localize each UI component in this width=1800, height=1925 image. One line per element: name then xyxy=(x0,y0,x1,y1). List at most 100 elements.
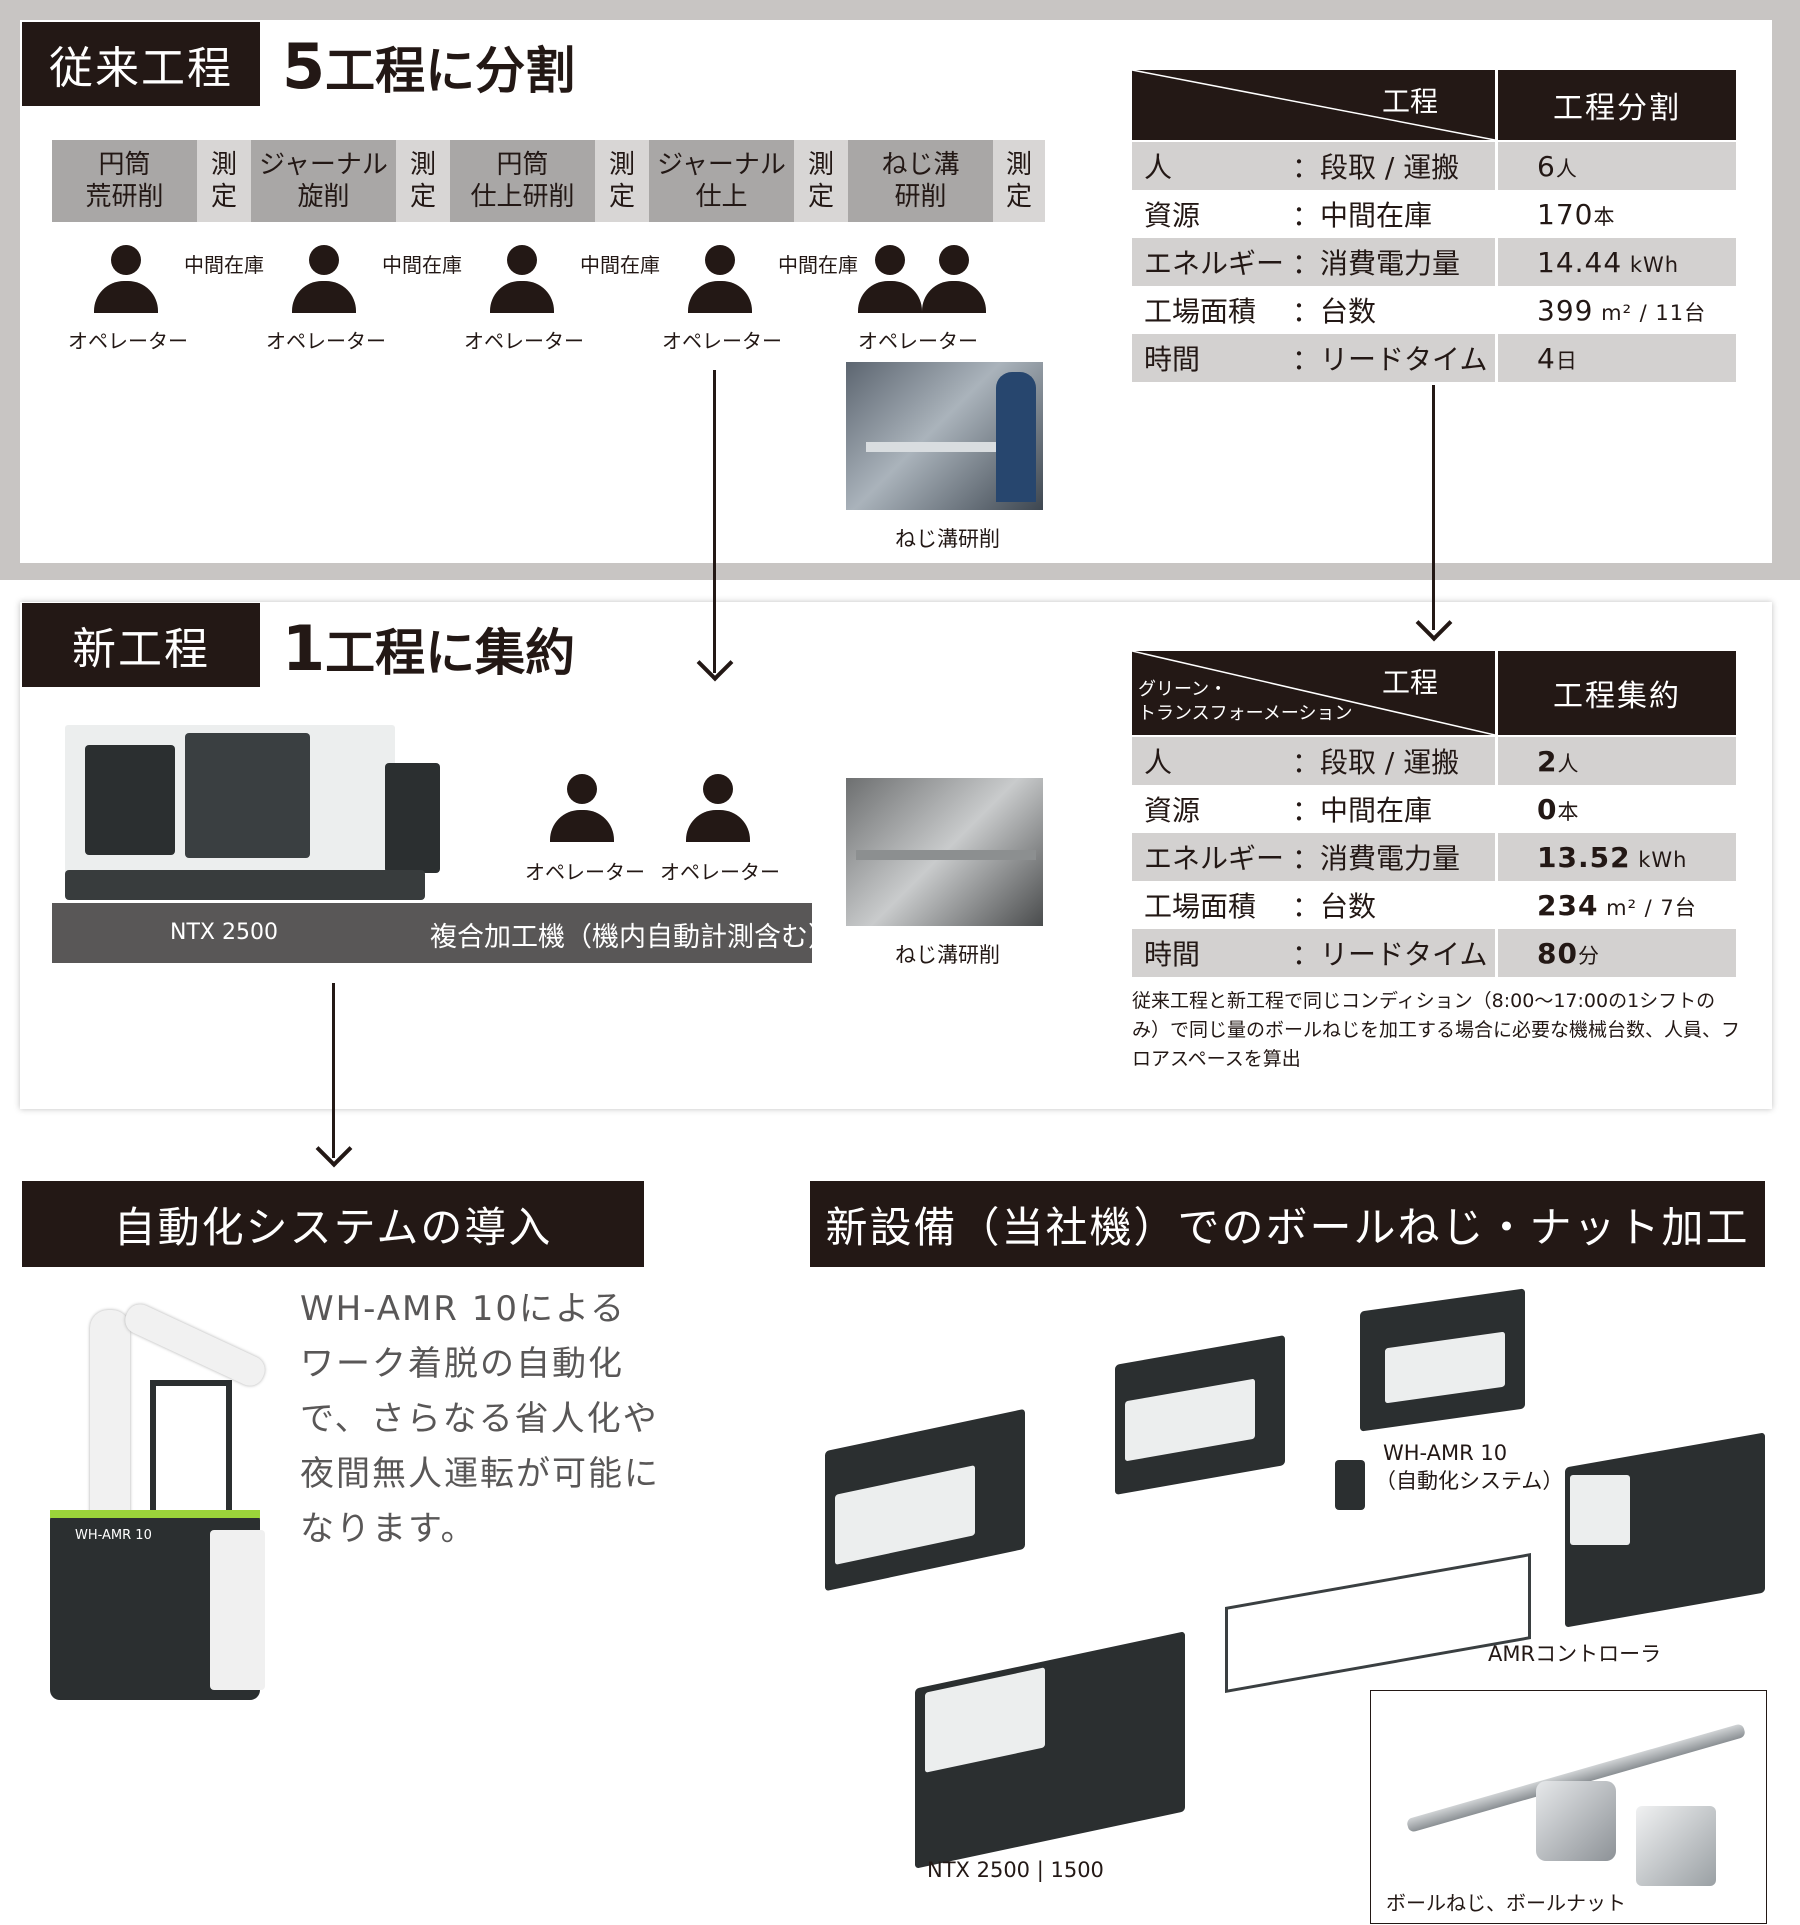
conventional-headline: 5工程に分割 xyxy=(282,30,575,103)
headline-text: 工程に集約 xyxy=(325,624,576,682)
measure-step-5: 測 定 xyxy=(993,140,1045,222)
process-step-2: ジャーナル 旋削 xyxy=(251,140,396,222)
machine-description: 複合加工機（機内自動計測含む） xyxy=(430,922,835,953)
stock-label: 中間在庫 xyxy=(382,253,462,277)
automation-title: 自動化システムの導入 xyxy=(22,1181,644,1267)
row-value: 399 m² / 11台 xyxy=(1537,293,1707,327)
ballscrew-caption: ボールねじ、ボールナット xyxy=(1386,1891,1626,1915)
row-value: 13.52 kWh xyxy=(1537,840,1688,874)
measure-label: 測 定 xyxy=(807,150,834,212)
row-item: ：台数 xyxy=(1292,295,1377,328)
headline-number: 5 xyxy=(282,30,326,103)
operator-icon xyxy=(490,245,554,313)
row-label: 時間 xyxy=(1144,343,1201,376)
operator-label: オペレーター xyxy=(68,329,188,353)
process-step-label: ジャーナル 仕上 xyxy=(657,150,786,212)
measure-step-4: 測 定 xyxy=(794,140,848,222)
row-label: エネルギー xyxy=(1144,247,1285,280)
process-step-label: 円筒 仕上研削 xyxy=(470,150,575,212)
row-item: ：リードタイム xyxy=(1292,938,1488,971)
measure-label: 測 定 xyxy=(608,150,635,212)
row-value: 0本 xyxy=(1537,792,1580,826)
diagonal-line xyxy=(1132,651,1495,735)
diagonal-line xyxy=(1132,70,1495,140)
row-value: 4日 xyxy=(1537,341,1578,375)
nut-block-image xyxy=(1636,1806,1716,1886)
process-step-label: ジャーナル 旋削 xyxy=(259,150,388,212)
row-item: ：段取 / 運搬 xyxy=(1292,151,1460,184)
stock-label: 中間在庫 xyxy=(580,253,660,277)
header-gx-label: グリーン・ トランスフォーメーション xyxy=(1138,679,1353,724)
wh-amr-robot-image: WH-AMR 10 xyxy=(40,1299,290,1710)
robot-label: WH-AMR 10 xyxy=(75,1528,152,1543)
new-equipment-title: 新設備（当社機）でのボールねじ・ナット加工 xyxy=(810,1181,1765,1267)
operator-icon xyxy=(688,245,752,313)
operator-label: オペレーター xyxy=(266,329,386,353)
flow-arrow-line xyxy=(1432,385,1435,630)
header-process-label: 工程 xyxy=(1382,85,1439,118)
table-header-right: 工程分割 xyxy=(1498,70,1736,140)
row-label: 資源 xyxy=(1144,199,1201,232)
headline-text: 工程に分割 xyxy=(325,42,576,100)
equipment-layout-image xyxy=(825,1288,1770,1910)
headline-number: 1 xyxy=(282,612,326,685)
table-row: 時間 ：リードタイム 80分 xyxy=(1132,929,1736,977)
operator-icon xyxy=(94,245,158,313)
measure-step-3: 測 定 xyxy=(595,140,649,222)
table-row: 資源 ：中間在庫 0本 xyxy=(1132,785,1736,833)
photo-caption: ねじ溝研削 xyxy=(895,527,1000,551)
photo-caption: ねじ溝研削 xyxy=(895,943,1000,967)
conventional-process-tag: 従来工程 xyxy=(22,22,260,106)
row-label: エネルギー xyxy=(1144,842,1285,875)
ballscrew-inset: ボールねじ、ボールナット xyxy=(1370,1690,1767,1924)
amr-label: WH-AMR 10 xyxy=(1383,1441,1508,1465)
automation-description: WH-AMR 10によるワーク着脱の自動化で、さらなる省人化や夜間無人運転が可能… xyxy=(300,1289,660,1549)
row-value: 80分 xyxy=(1537,936,1600,970)
calculation-note: 従来工程と新工程で同じコンディション（8:00〜17:00の1シフトのみ）で同じ… xyxy=(1132,990,1741,1070)
row-item: ：台数 xyxy=(1292,890,1377,923)
machine-name: NTX 2500 xyxy=(170,920,278,945)
measure-label: 測 定 xyxy=(409,150,436,212)
process-step-3: 円筒 仕上研削 xyxy=(450,140,595,222)
stock-label: 中間在庫 xyxy=(778,253,858,277)
ball-nut-image xyxy=(1536,1781,1616,1861)
row-value: 2人 xyxy=(1537,744,1580,778)
operator-label: オペレーター xyxy=(660,860,780,884)
operator-icon xyxy=(922,245,986,313)
flow-arrow-line xyxy=(332,983,335,1158)
machine-caption-bar xyxy=(52,903,812,963)
row-label: 工場面積 xyxy=(1144,890,1257,923)
table-row: 資源 ：中間在庫 170本 xyxy=(1132,190,1736,238)
row-value: 170本 xyxy=(1537,197,1616,231)
row-item: ：消費電力量 xyxy=(1292,842,1461,875)
measure-step-2: 測 定 xyxy=(396,140,450,222)
row-item: ：中間在庫 xyxy=(1292,794,1433,827)
row-value: 6人 xyxy=(1537,149,1578,183)
row-item: ：中間在庫 xyxy=(1292,199,1433,232)
row-label: 時間 xyxy=(1144,938,1201,971)
table-header-left: 工程 xyxy=(1132,70,1495,140)
operator-icon xyxy=(858,245,922,313)
table-header-left: 工程 グリーン・ トランスフォーメーション xyxy=(1132,651,1495,735)
operator-label: オペレーター xyxy=(662,329,782,353)
process-step-label: ねじ溝 研削 xyxy=(881,150,960,212)
arrow-down-icon xyxy=(315,1130,353,1168)
process-step-5: ねじ溝 研削 xyxy=(848,140,993,222)
amr-sub-label: （自動化システム） xyxy=(1375,1469,1564,1493)
operator-label: オペレーター xyxy=(464,329,584,353)
operator-label: オペレーター xyxy=(525,860,645,884)
measure-label: 測 定 xyxy=(1005,150,1032,212)
process-step-1: 円筒 荒研削 xyxy=(52,140,197,222)
measure-step-1: 測 定 xyxy=(197,140,251,222)
row-label: 資源 xyxy=(1144,794,1201,827)
stock-label: 中間在庫 xyxy=(184,253,264,277)
thread-grinding-photo xyxy=(846,362,1043,510)
row-item: ：段取 / 運搬 xyxy=(1292,746,1460,779)
ntx-2500-machine-image xyxy=(55,705,445,915)
operator-icon xyxy=(550,774,614,842)
row-item: ：消費電力量 xyxy=(1292,247,1461,280)
process-step-4: ジャーナル 仕上 xyxy=(649,140,794,222)
